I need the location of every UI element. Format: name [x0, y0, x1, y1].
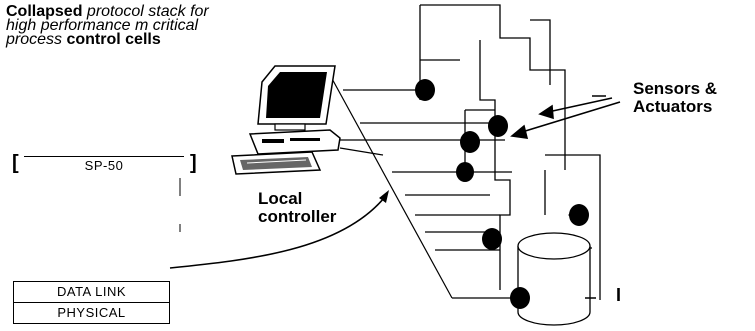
- curved-arrow: [169, 197, 385, 269]
- sensor-node: [569, 204, 589, 226]
- network-bus-lines: [329, 74, 520, 299]
- data-link-label: DATA LINK: [56, 284, 127, 299]
- tick-mark: I: [616, 285, 622, 305]
- controller-label-line1: Local: [258, 189, 303, 208]
- diagram-caption: Collapsed protocol stack for high perfor…: [6, 3, 306, 48]
- local-controller-label: Local controller: [258, 190, 336, 226]
- computer-icon: [231, 65, 341, 175]
- curved-arrow-head: [379, 190, 389, 203]
- caption-phrase: high performance m critical: [6, 17, 199, 34]
- sensor-node: [460, 131, 480, 153]
- controller-label-line2: controller: [258, 207, 337, 226]
- actuator-node: [568, 208, 578, 222]
- physical-layer: PHYSICAL: [13, 302, 170, 324]
- sensor-node: [415, 79, 435, 101]
- sensor-node: [482, 228, 502, 250]
- caption-word: process: [6, 31, 63, 48]
- sensor-node: [488, 115, 508, 137]
- dash-marks: [585, 95, 606, 299]
- physical-label: PHYSICAL: [57, 305, 126, 320]
- stack-bracket-right: ]: [190, 152, 197, 174]
- tank-cylinder: [517, 232, 591, 326]
- caption-phrase: protocol stack for: [86, 3, 209, 20]
- data-link-layer: DATA LINK: [13, 281, 170, 303]
- sensor-nodes: [415, 79, 589, 309]
- sensors-actuators-label: Sensors & Actuators: [633, 80, 717, 116]
- stack-bracket-left: [: [12, 152, 19, 174]
- sp50-layer: SP-50: [24, 156, 184, 175]
- sp50-label: SP-50: [84, 158, 124, 173]
- caption-word: Collapsed: [6, 3, 83, 20]
- sensors-label-line2: Actuators: [633, 97, 713, 116]
- pointer-arrows: [510, 97, 621, 139]
- sensor-node: [456, 162, 474, 182]
- sensors-label-line1: Sensors &: [633, 79, 718, 98]
- sensor-node: [510, 287, 530, 309]
- caption-phrase: control cells: [66, 31, 161, 48]
